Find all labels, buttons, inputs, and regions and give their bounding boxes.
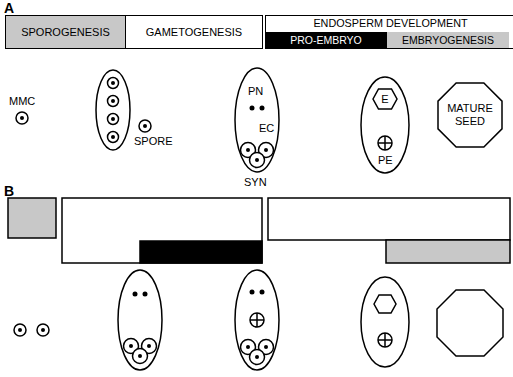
node-text: PRO-EMBRYO bbox=[290, 34, 362, 47]
seed-octagon: MATURE SEED bbox=[437, 82, 503, 148]
cell-label: MMC bbox=[9, 95, 35, 108]
panel-letter: A bbox=[4, 0, 14, 16]
cell-label: SYN bbox=[244, 176, 267, 189]
node-text: SPOROGENESIS bbox=[21, 26, 110, 39]
phase-band: EMBRYOGENESIS bbox=[386, 32, 509, 48]
phase-band: PRO-EMBRYO bbox=[266, 32, 386, 48]
cell-label: EC bbox=[259, 122, 274, 135]
phase-band: ENDOSPERM DEVELOPMENT PRO-EMBRYO EMBRYOGEN… bbox=[265, 15, 513, 49]
node-text: MATURE SEED bbox=[444, 102, 496, 128]
endosperm-hexagon: E bbox=[372, 88, 398, 110]
node-text: ENDOSPERM DEVELOPMENT bbox=[266, 16, 513, 31]
phase-band: GAMETOGENESIS bbox=[125, 15, 263, 49]
cell-label: PN bbox=[248, 85, 263, 98]
phase-band: SPOROGENESIS bbox=[5, 15, 126, 49]
cell-label: SPORE bbox=[134, 135, 173, 148]
node-text: GAMETOGENESIS bbox=[146, 26, 242, 39]
panel-letter: B bbox=[4, 183, 14, 199]
node-text: EMBRYOGENESIS bbox=[402, 34, 494, 47]
outline bbox=[373, 89, 397, 109]
outline bbox=[438, 83, 502, 147]
node-text: E bbox=[381, 93, 388, 106]
cell-label: PE bbox=[378, 154, 393, 167]
